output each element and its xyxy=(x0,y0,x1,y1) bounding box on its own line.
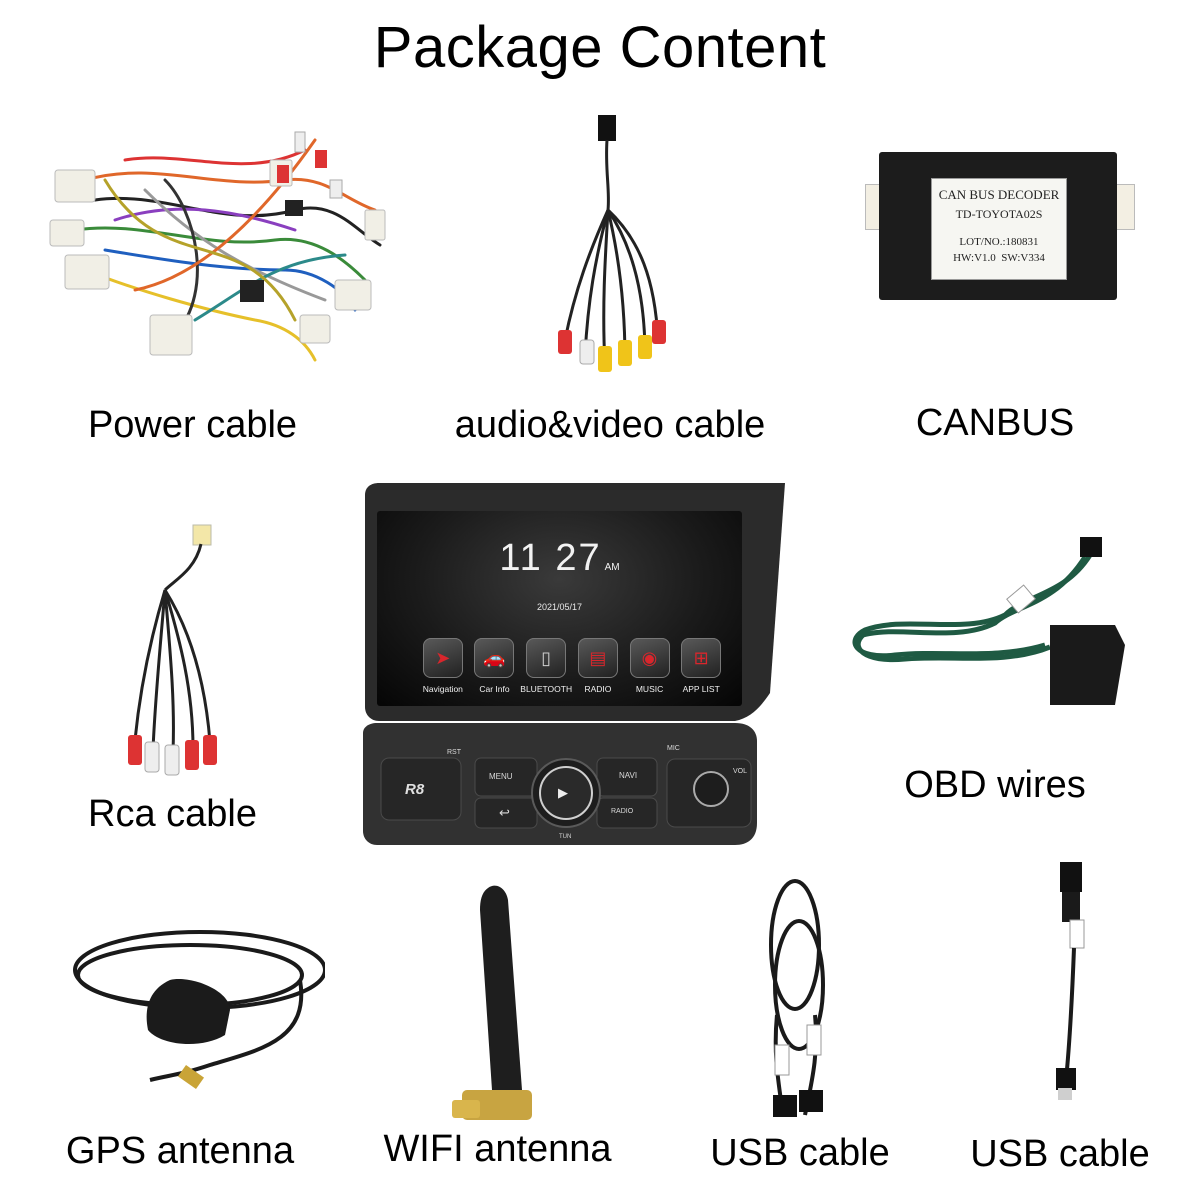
rca-cable-caption: Rca cable xyxy=(88,793,257,835)
app-label: BLUETOOTH xyxy=(520,684,573,694)
audio-video-cable-image xyxy=(540,110,680,380)
canbus-label-line1: CAN BUS DECODER xyxy=(938,187,1060,202)
wifi-antenna-caption: WIFI antenna xyxy=(383,1128,612,1170)
obd-wires-caption: OBD wires xyxy=(904,764,1086,806)
app-label: RADIO xyxy=(584,684,612,694)
gps-antenna-caption: GPS antenna xyxy=(65,1130,295,1172)
app-label: APP LIST xyxy=(682,684,720,694)
play-pause-icon[interactable]: ▶︎ xyxy=(558,785,568,800)
wifi-antenna-image xyxy=(440,880,550,1130)
app-label: MUSIC xyxy=(635,684,664,694)
navigation-icon: ➤ xyxy=(422,638,463,678)
car-info-icon: 🚗 xyxy=(474,638,515,678)
canbus-label: CAN BUS DECODER TD-TOYOTA02S LOT/NO.:180… xyxy=(931,178,1067,280)
canbus-label-line2: TD-TOYOTA02S xyxy=(955,207,1043,221)
canbus-decoder-image: CAN BUS DECODER TD-TOYOTA02S LOT/NO.:180… xyxy=(865,150,1135,302)
back-icon[interactable]: ↩ xyxy=(499,805,510,820)
app-bluetooth[interactable]: ▯ BLUETOOTH xyxy=(520,638,572,700)
app-label: Car Info xyxy=(479,684,510,694)
audio-video-cable-caption: audio&video cable xyxy=(454,404,766,446)
date: 2021/05/17 xyxy=(536,602,583,612)
clock-time: 11 27 xyxy=(499,537,602,579)
rca-cable-image xyxy=(115,520,225,790)
app-dock: ➤ Navigation 🚗 Car Info ▯ BLUETOOTH ▤ RADIO ◉ MUS… xyxy=(417,638,727,700)
app-label: Navigation xyxy=(422,684,463,694)
usb-cable-1-caption: USB cable xyxy=(710,1132,890,1174)
radio-icon: ▤ xyxy=(577,638,618,678)
music-disc-icon: ◉ xyxy=(629,638,670,678)
app-radio[interactable]: ▤ RADIO xyxy=(572,638,624,700)
usb-cable-coil-image xyxy=(755,875,845,1125)
mic-label: MIC xyxy=(667,745,680,752)
power-cable-caption: Power cable xyxy=(87,404,298,446)
radio-button[interactable]: RADIO xyxy=(611,808,634,815)
app-car-info[interactable]: 🚗 Car Info xyxy=(469,638,521,700)
app-navigation[interactable]: ➤ Navigation xyxy=(417,638,469,700)
canbus-label-line3: LOT/NO.:180831 xyxy=(959,236,1039,248)
tun-label: TUN xyxy=(559,834,572,840)
obd-wires-image xyxy=(845,535,1145,715)
power-cable-image xyxy=(45,120,400,370)
clock-ampm: AM xyxy=(604,562,620,573)
app-app-list[interactable]: ⊞ APP LIST xyxy=(675,638,727,700)
bluetooth-phone-icon: ▯ xyxy=(526,638,567,678)
gps-antenna-image xyxy=(60,920,325,1100)
page-title: Package Content xyxy=(373,15,827,80)
vol-label: VOL xyxy=(733,768,748,775)
rst-label: RST xyxy=(447,749,461,756)
canbus-caption: CANBUS xyxy=(915,402,1075,444)
canbus-label-line4: HW:V1.0 SW:V334 xyxy=(953,252,1045,264)
r8-logo: R8 xyxy=(405,781,425,798)
menu-button[interactable]: MENU xyxy=(489,772,513,781)
usb-cable-straight-image xyxy=(1040,860,1100,1110)
navi-button[interactable]: NAVI xyxy=(619,771,638,780)
app-grid-icon: ⊞ xyxy=(681,638,722,678)
app-music[interactable]: ◉ MUSIC xyxy=(624,638,676,700)
usb-cable-2-caption: USB cable xyxy=(970,1133,1150,1175)
